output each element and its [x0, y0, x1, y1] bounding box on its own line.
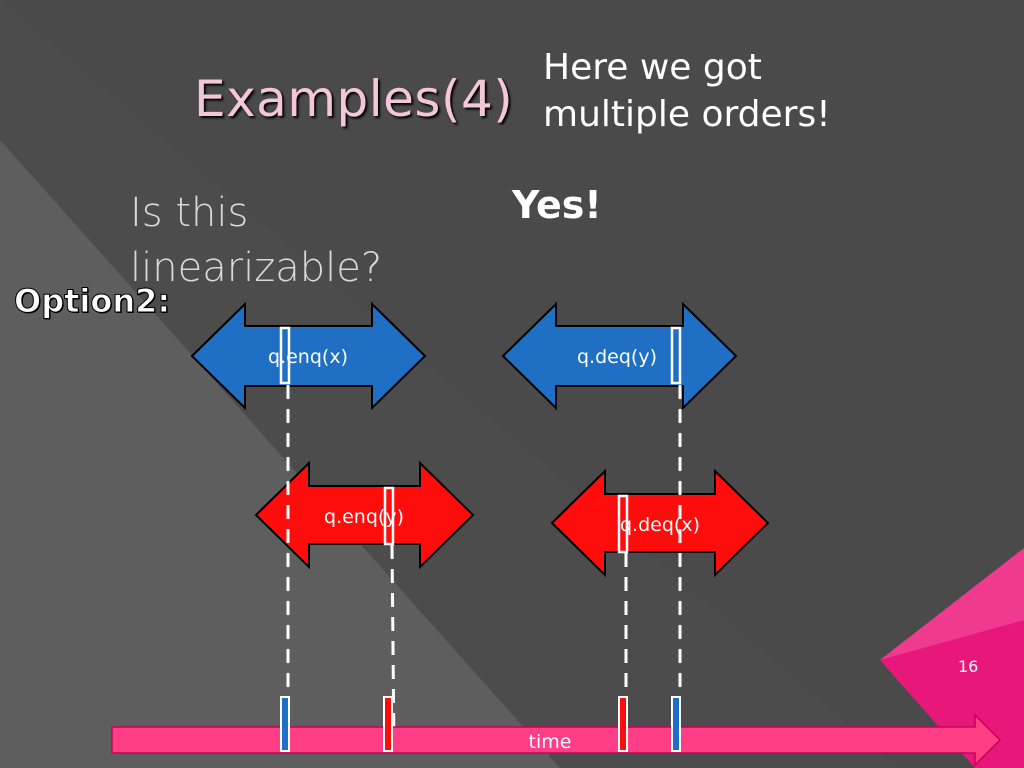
linearization-point-marker — [279, 326, 291, 385]
operation-enq-y: q.enq(y) — [254, 460, 475, 570]
operation-deq-y: q.deq(y) — [501, 301, 738, 411]
option-label: Option2: — [13, 282, 171, 321]
time-axis: time — [111, 713, 1002, 767]
double-arrow-shape — [550, 468, 770, 578]
double-arrow-shape — [254, 460, 475, 570]
linearization-point-marker — [383, 486, 395, 546]
double-arrow-shape — [190, 301, 427, 411]
projection-line — [390, 544, 396, 751]
timeline-marker-red — [618, 696, 628, 752]
time-arrow — [111, 713, 1002, 767]
timeline-marker-red — [383, 696, 393, 752]
page-number: 16 — [958, 657, 979, 676]
answer-text: Yes! — [512, 183, 602, 227]
timeline-marker-blue — [671, 696, 681, 752]
time-label: time — [529, 731, 572, 753]
timeline-marker-blue — [280, 696, 290, 752]
note-text: Here we got multiple orders! — [543, 47, 831, 135]
operation-label: q.deq(y) — [577, 346, 657, 368]
operation-label: q.deq(x) — [620, 514, 700, 536]
page-title: Examples(4) — [194, 70, 514, 128]
operation-enq-x: q.enq(x) — [190, 301, 427, 411]
timeline-markers — [280, 696, 681, 752]
question-text: Is this linearizable? — [130, 190, 383, 291]
operation-deq-x: q.deq(x) — [550, 468, 770, 578]
projection-lines — [286, 385, 682, 751]
linearization-point-marker — [617, 494, 629, 554]
linearization-point-marker — [670, 326, 682, 385]
